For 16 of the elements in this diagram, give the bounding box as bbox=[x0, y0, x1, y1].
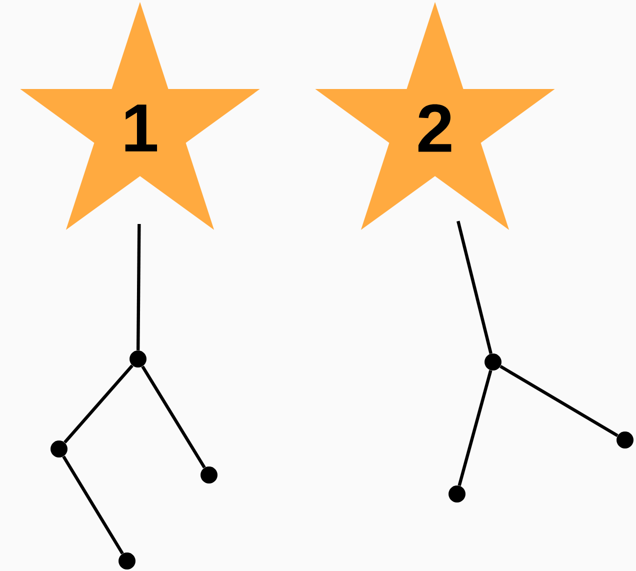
star: 2 bbox=[315, 2, 555, 230]
dot bbox=[130, 350, 146, 368]
dot bbox=[50, 440, 68, 458]
line bbox=[136, 224, 141, 350]
line bbox=[456, 220, 492, 354]
dot bbox=[118, 552, 136, 570]
line bbox=[500, 365, 618, 437]
dot bbox=[200, 466, 218, 484]
line bbox=[62, 456, 124, 554]
line bbox=[458, 370, 492, 486]
dot bbox=[448, 486, 466, 502]
line bbox=[141, 366, 206, 468]
dot bbox=[616, 432, 634, 448]
line bbox=[64, 364, 134, 444]
star: 1 bbox=[20, 2, 260, 230]
dot bbox=[484, 354, 502, 370]
